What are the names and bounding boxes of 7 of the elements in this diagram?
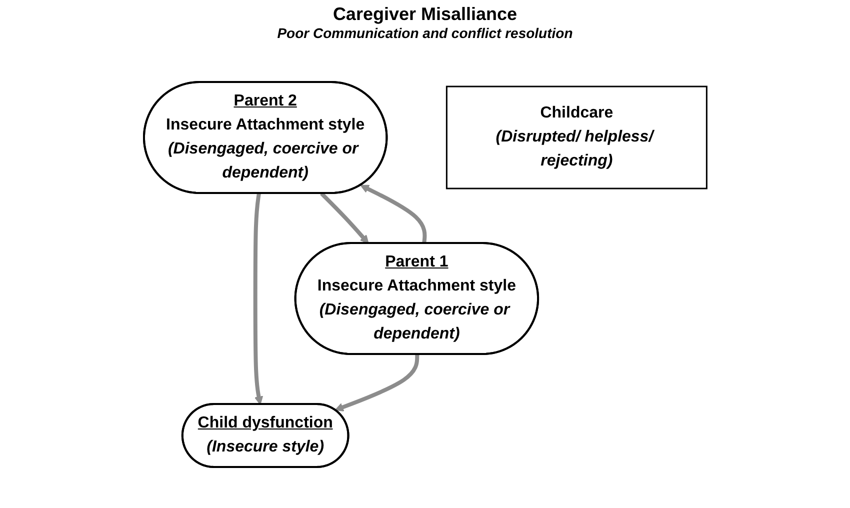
arrow <box>360 184 426 244</box>
arrow <box>253 193 263 405</box>
node-box: Childcare (Disrupted/ helpless/ rejecting) <box>446 86 708 190</box>
center-heading: Caregiver Misalliance <box>332 4 518 25</box>
arrow <box>320 192 369 244</box>
arrow <box>334 354 419 412</box>
center-note: Poor Communication and conflict resolution <box>277 25 573 41</box>
